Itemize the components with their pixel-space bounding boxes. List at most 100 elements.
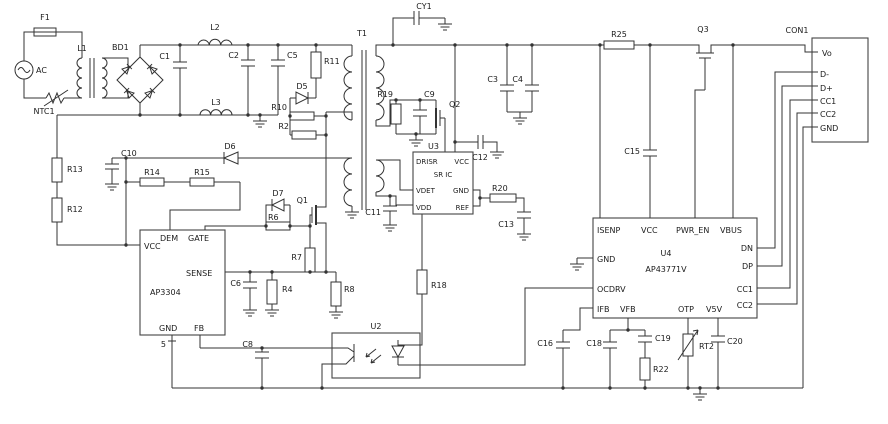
cap-c12-icon: [455, 135, 498, 149]
ground-icon: [692, 387, 708, 401]
ground-icon: [437, 17, 453, 31]
inductor-l3-icon: [199, 109, 233, 116]
inductor-l2-icon: [197, 38, 233, 46]
label-d7: D7: [272, 189, 283, 198]
u1-pin-gnd: GND: [159, 324, 177, 333]
t1-primary-icon: [343, 55, 353, 121]
u1-pin-gate: GATE: [188, 234, 209, 243]
cap-c19-icon: [638, 330, 652, 388]
label-cy1: CY1: [416, 2, 431, 11]
input-filter: C1 L2 L3 C2 C5 R11: [57, 23, 353, 128]
label-l3: L3: [211, 98, 221, 107]
label-r14: R14: [144, 168, 160, 177]
u4-pin-vfb: VFB: [620, 305, 636, 314]
u4-part-number: AP43771V: [645, 265, 687, 274]
label-c11: C11: [365, 208, 381, 217]
ground-icon: [252, 114, 268, 128]
label-r22: R22: [653, 365, 669, 374]
label-r4: R4: [282, 285, 293, 294]
cap-c1-icon: [173, 45, 187, 115]
u4-pin-ifb: IFB: [597, 305, 609, 314]
u4-pin-dn: DN: [741, 244, 753, 253]
u1-pin-vcc: VCC: [144, 242, 161, 251]
resistor-r11-icon: [310, 51, 322, 79]
label-u2: U2: [371, 322, 382, 331]
resistor-r18-icon: [416, 269, 428, 295]
ground-icon: [104, 177, 120, 191]
label-q1: Q1: [297, 196, 308, 205]
label-c20: C20: [727, 337, 743, 346]
resistor-r12-icon: [51, 197, 63, 223]
rt2-arrow-icon: [677, 329, 699, 361]
cap-c18-icon: [603, 330, 617, 388]
label-l2: L2: [210, 23, 220, 32]
u4-pin-vcc: VCC: [641, 226, 658, 235]
label-r10: R10: [271, 103, 287, 112]
u1-pin5-number: 5: [161, 340, 166, 349]
t1-core-icon: [361, 50, 367, 210]
resistor-r7-icon: [304, 247, 316, 273]
resistor-r13-icon: [51, 157, 63, 183]
label-t1: T1: [356, 29, 367, 38]
snubber-clamp: D5 R10 R2: [271, 82, 326, 140]
cap-c4-icon: [525, 45, 539, 112]
resistor-r25-icon: [603, 40, 635, 50]
label-f1: F1: [40, 13, 50, 22]
con1-pin-vo: Vo: [822, 49, 832, 58]
startup-vcc-network: R13 R12 C10 R14 R15 D6: [51, 115, 352, 246]
usb-connector-con1: CON1 Vo D- D+ CC1 CC2 GND: [786, 26, 869, 388]
current-sense-network: C6 R4 R8: [230, 272, 355, 319]
u4-pin-dp: DP: [742, 262, 753, 271]
label-d6: D6: [224, 142, 235, 151]
label-c6: C6: [230, 279, 241, 288]
u4-bottom-network: C16 C18 C19 R22 RT2 C20: [172, 318, 803, 401]
resistor-r8-icon: [330, 281, 342, 307]
t1-secondary-icon: [375, 55, 385, 121]
resistor-r14-icon: [139, 177, 165, 187]
u3-pin-ref: REF: [456, 204, 469, 212]
label-r12: R12: [67, 205, 83, 214]
q2-mosfet-icon: [435, 100, 446, 152]
u4-pin-ocdrv: OCDRV: [597, 285, 626, 294]
u4-pin-cc2: CC2: [737, 301, 753, 310]
label-r6: R6: [268, 213, 279, 222]
u3-pin-gnd: GND: [453, 187, 469, 195]
u4-body: [592, 217, 758, 319]
u4-pin-cc1: CC1: [737, 285, 753, 294]
diode-d6-icon: [222, 151, 239, 165]
label-q3: Q3: [697, 25, 708, 34]
ic-u4-ap43771v: ISENP VCC PWR_EN VBUS DN DP U4 AP43771V …: [563, 45, 812, 331]
u4-pin-pwren: PWR_EN: [676, 226, 709, 235]
y-capacitor: CY1: [392, 2, 453, 45]
label-c18: C18: [586, 339, 602, 348]
diode-d7-icon: [270, 198, 285, 212]
u3-part-name: SR IC: [434, 171, 453, 179]
label-c1: C1: [159, 52, 170, 61]
ic-u1-ap3304: VCC DEM GATE SENSE AP3304 GND FB 5: [139, 225, 336, 388]
label-d5: D5: [296, 82, 307, 91]
con1-pin-dminus: D-: [820, 70, 829, 79]
resistor-r15-icon: [189, 177, 215, 187]
ac-sine-icon: [17, 67, 31, 73]
label-r15: R15: [194, 168, 210, 177]
ground-icon: [344, 205, 360, 219]
u4-ref: U4: [661, 249, 672, 258]
label-r7: R7: [291, 253, 302, 262]
label-bd1: BD1: [112, 43, 129, 52]
cap-c9-icon: [413, 100, 427, 134]
ground-icon: [264, 303, 280, 317]
bridge-rectifier: BD1: [112, 43, 164, 115]
u2-optocoupler-body: [331, 332, 421, 379]
con1-ref: CON1: [786, 26, 809, 35]
u1-pin-fb: FB: [194, 324, 204, 333]
label-c9: C9: [424, 90, 435, 99]
resistor-r6-icon: [265, 221, 291, 231]
u4-pin-v5v: V5V: [706, 305, 723, 314]
label-c10: C10: [121, 149, 137, 158]
resistor-r10-icon: [289, 111, 315, 121]
u1-body: [139, 229, 226, 336]
u4-pin-gnd: GND: [597, 255, 615, 264]
label-u3: U3: [428, 142, 439, 151]
label-ac: AC: [36, 66, 47, 75]
